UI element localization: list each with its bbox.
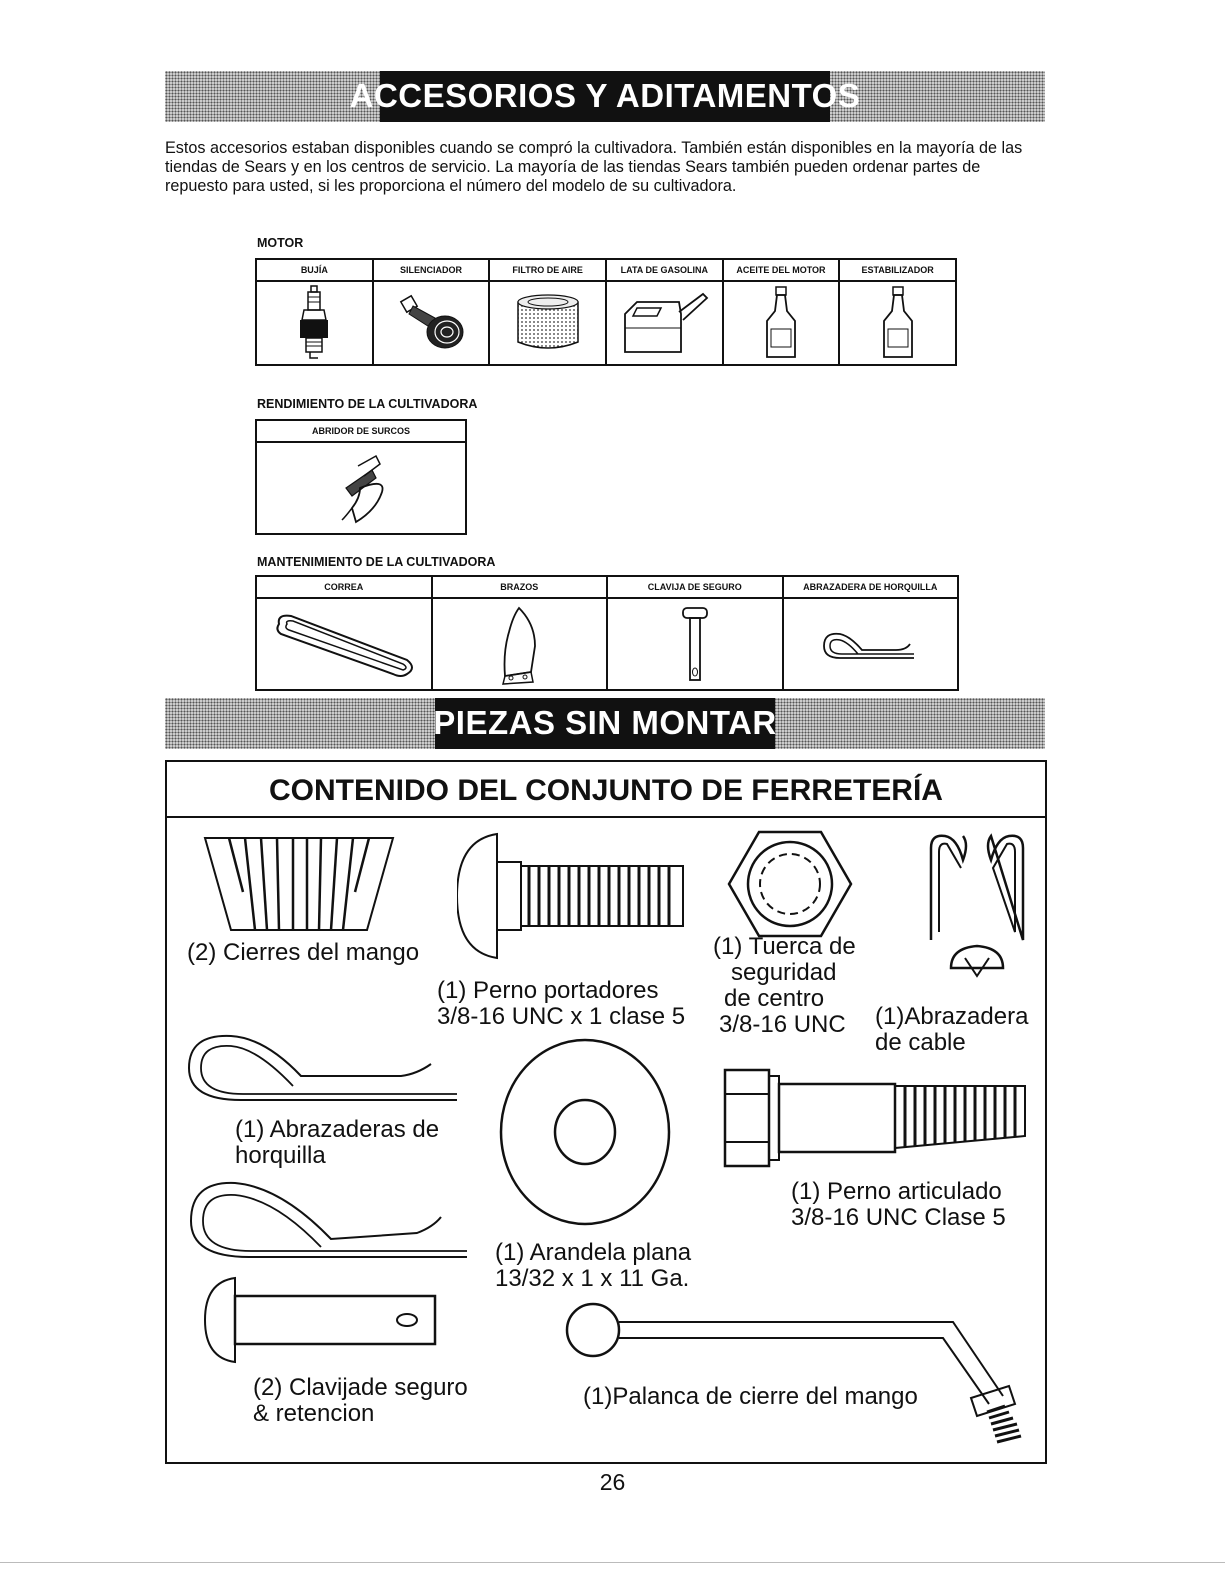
gas-can-cell bbox=[604, 280, 724, 366]
flat-washer-icon bbox=[499, 1038, 671, 1226]
hairpin-clip-label-2: horquilla bbox=[235, 1142, 326, 1169]
bottom-rule bbox=[0, 1562, 1225, 1563]
banner-black-band bbox=[435, 698, 775, 749]
belt-icon bbox=[276, 614, 413, 677]
lock-nut-spec: 3/8-16 UNC bbox=[719, 1011, 846, 1038]
flat-washer-spec: 13/32 x 1 x 11 Ga. bbox=[495, 1265, 690, 1292]
hairpin-clip-icon bbox=[189, 1181, 467, 1258]
oil-bottle-icon bbox=[766, 286, 796, 358]
clevis-pin-label: (2) Clavijade seguro bbox=[253, 1374, 468, 1401]
handle-lock-icon bbox=[203, 837, 395, 931]
handle-lock-lever-icon bbox=[565, 1302, 1022, 1444]
motor-accessories-table: BUJÍA SILENCIADOR FILTRO DE AIRE LATA DE… bbox=[255, 258, 957, 366]
cable-clamp-icon bbox=[929, 833, 1025, 978]
page-number: 26 bbox=[599, 1469, 626, 1495]
furrow-opener-icon bbox=[341, 454, 384, 524]
banner-black-band bbox=[380, 71, 830, 122]
motor-item-label: BUJÍA bbox=[255, 258, 374, 282]
engine-oil-cell bbox=[721, 280, 841, 366]
tines-cell bbox=[430, 597, 608, 691]
muffler-cell bbox=[371, 280, 491, 366]
carriage-bolt-spec: 3/8-16 UNC x 1 clase 5 bbox=[437, 1003, 686, 1030]
spark-plug-cell bbox=[255, 280, 374, 366]
unassembled-banner-title: PIEZAS SIN MONTAR bbox=[433, 704, 777, 741]
lock-nut-label-3: de centro bbox=[724, 985, 825, 1012]
hairpin-clip-icon bbox=[823, 632, 915, 659]
accessories-banner: ACCESORIOS Y ADITAMENTOS bbox=[165, 71, 1045, 122]
flat-washer-label: (1) Arandela plana bbox=[495, 1239, 692, 1266]
lock-nut-label-2: seguridad bbox=[731, 959, 837, 986]
furrow-opener-label: ABRIDOR DE SURCOS bbox=[255, 419, 467, 443]
hairpin-clip-label: (1) Abrazaderas de bbox=[235, 1116, 440, 1143]
stabilizer-cell bbox=[838, 280, 957, 366]
accessories-banner-title: ACCESORIOS Y ADITAMENTOS bbox=[349, 77, 861, 114]
hairpin-clip-icon bbox=[187, 1034, 457, 1101]
handle-lock-lever-label: (1)Palanca de cierre del mango bbox=[583, 1383, 918, 1410]
clevis-pin-icon bbox=[681, 607, 708, 681]
maintenance-item-label: ABRAZADERA DE HORQUILLA bbox=[781, 575, 959, 599]
maintenance-item-label: BRAZOS bbox=[430, 575, 608, 599]
hardware-pack-title: CONTENIDO DEL CONJUNTO DE FERRETERÍA bbox=[167, 762, 1045, 818]
air-filter-icon bbox=[516, 294, 579, 349]
handle-locks-label: (2) Cierres del mango bbox=[187, 939, 420, 966]
performance-accessories-table: ABRIDOR DE SURCOS bbox=[255, 419, 467, 535]
clevis-pin-icon bbox=[203, 1276, 437, 1364]
motor-item-label: SILENCIADOR bbox=[371, 258, 491, 282]
muffler-icon bbox=[399, 294, 464, 349]
intro-paragraph: Estos accesorios estaban disponibles cua… bbox=[165, 139, 1023, 195]
clevis-pin-cell bbox=[606, 597, 784, 691]
motor-item-label: ACEITE DEL MOTOR bbox=[721, 258, 841, 282]
motor-item-label: FILTRO DE AIRE bbox=[488, 258, 607, 282]
hinge-bolt-icon bbox=[723, 1068, 1026, 1168]
stabilizer-bottle-icon bbox=[882, 286, 913, 358]
belt-cell bbox=[255, 597, 433, 691]
maintenance-item-label: CORREA bbox=[255, 575, 433, 599]
maintenance-accessories-table: CORREA BRAZOS CLAVIJA DE SEGURO ABRAZADE… bbox=[255, 575, 959, 691]
performance-section-label: RENDIMIENTO DE LA CULTIVADORA bbox=[257, 397, 478, 411]
maintenance-item-label: CLAVIJA DE SEGURO bbox=[606, 575, 784, 599]
tine-icon bbox=[502, 606, 537, 685]
maintenance-section-label: MANTENIMIENTO DE LA CULTIVADORA bbox=[257, 555, 496, 569]
hinge-bolt-label: (1) Perno articulado bbox=[791, 1178, 1002, 1205]
unassembled-banner: PIEZAS SIN MONTAR bbox=[165, 698, 1045, 749]
lock-nut-label: (1) Tuerca de bbox=[713, 933, 856, 960]
cable-clamp-label-2: de cable bbox=[875, 1029, 966, 1056]
carriage-bolt-label: (1) Perno portadores bbox=[437, 977, 659, 1004]
carriage-bolt-icon bbox=[457, 832, 684, 960]
motor-item-label: ESTABILIZADOR bbox=[838, 258, 957, 282]
spark-plug-icon bbox=[300, 285, 329, 359]
motor-item-label: LATA DE GASOLINA bbox=[604, 258, 724, 282]
furrow-opener-cell bbox=[255, 441, 467, 535]
air-filter-cell bbox=[488, 280, 607, 366]
gas-can-icon bbox=[623, 292, 709, 353]
hinge-bolt-spec: 3/8-16 UNC Clase 5 bbox=[791, 1204, 1006, 1231]
hairpin-clip-cell bbox=[781, 597, 959, 691]
motor-section-label: MOTOR bbox=[257, 236, 304, 250]
hardware-pack-box: CONTENIDO DEL CONJUNTO DE FERRETERÍA (2)… bbox=[165, 760, 1047, 1464]
cable-clamp-label: (1)Abrazadera bbox=[875, 1003, 1029, 1030]
clevis-pin-label-2: & retencion bbox=[253, 1400, 375, 1427]
lock-nut-icon bbox=[727, 830, 853, 938]
